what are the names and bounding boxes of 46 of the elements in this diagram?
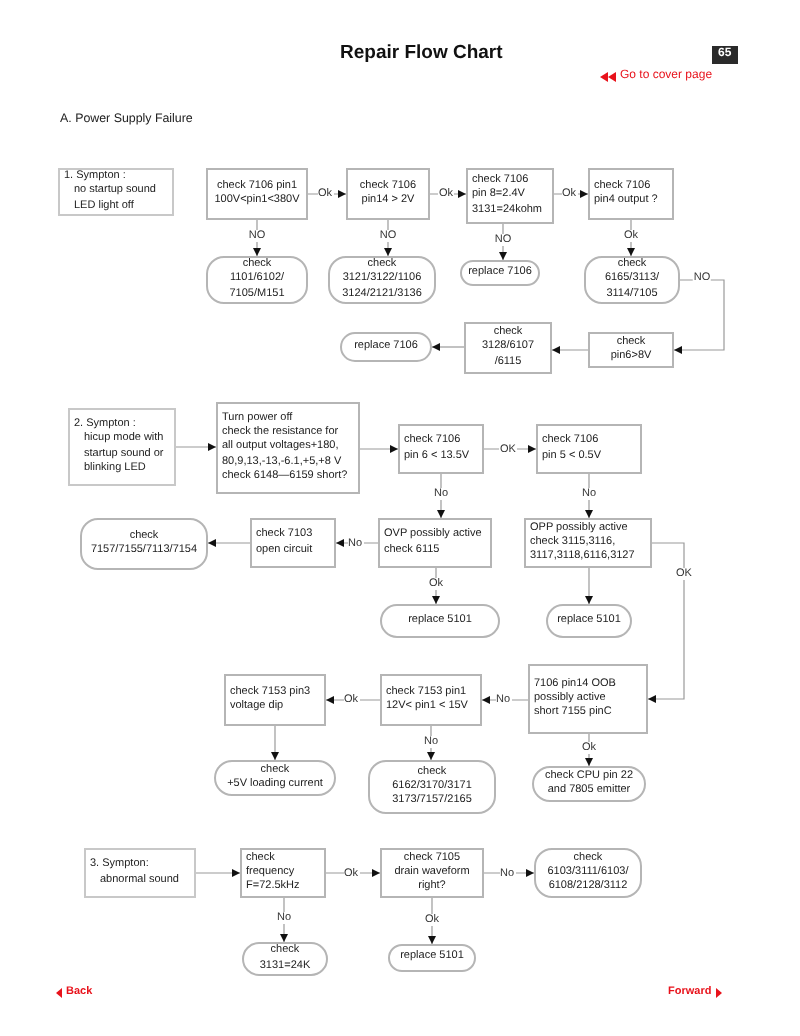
terminator-box xyxy=(534,848,642,898)
process-box xyxy=(378,518,492,568)
terminator-box xyxy=(584,256,680,304)
process-box xyxy=(464,322,552,374)
process-box xyxy=(346,168,430,220)
terminator-box xyxy=(460,260,540,286)
flow-arrow xyxy=(428,897,436,945)
process-box xyxy=(528,664,648,734)
terminator-box xyxy=(328,256,436,304)
flow-arrow xyxy=(673,279,725,354)
flow-arrow xyxy=(207,539,251,547)
flow-arrow xyxy=(175,443,217,451)
process-box xyxy=(216,402,360,494)
flow-arrow xyxy=(585,567,593,605)
process-box xyxy=(240,848,326,898)
flow-arrow xyxy=(271,725,279,761)
process-box xyxy=(536,424,642,474)
terminator-box xyxy=(388,944,476,972)
terminator-box xyxy=(214,760,336,796)
process-box xyxy=(524,518,652,568)
flow-arrow xyxy=(359,445,399,453)
process-box xyxy=(206,168,308,220)
symptom-box xyxy=(58,168,174,216)
flow-arrow xyxy=(431,343,465,351)
process-box xyxy=(224,674,326,726)
terminator-box xyxy=(532,766,646,802)
flow-arrow xyxy=(551,346,589,354)
symptom-box xyxy=(84,848,196,898)
process-box xyxy=(380,848,484,898)
process-box xyxy=(250,518,336,568)
terminator-box xyxy=(242,942,328,976)
process-box xyxy=(588,332,674,368)
process-box xyxy=(588,168,674,220)
terminator-box xyxy=(340,332,432,362)
page-title: Repair Flow Chart xyxy=(340,42,503,64)
terminator-box xyxy=(80,518,208,570)
flow-arrow xyxy=(195,869,241,877)
terminator-box xyxy=(206,256,308,304)
process-box xyxy=(398,424,484,474)
process-box xyxy=(380,674,482,726)
terminator-box xyxy=(380,604,500,638)
terminator-box xyxy=(546,604,632,638)
flow-arrow xyxy=(647,542,685,703)
process-box xyxy=(466,168,554,224)
terminator-box xyxy=(368,760,496,814)
symptom-box xyxy=(68,408,176,486)
